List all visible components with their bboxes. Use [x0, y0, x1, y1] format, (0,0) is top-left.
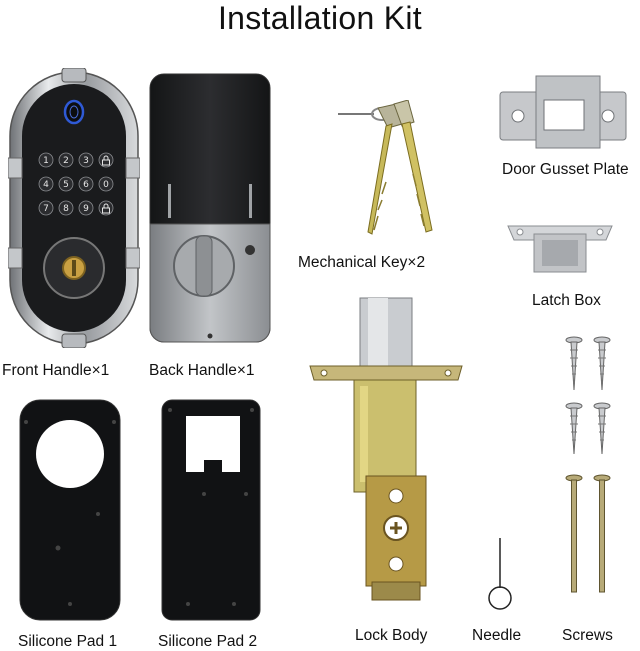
keypad-key-4: 4 — [43, 180, 49, 190]
keypad-key-1: 1 — [43, 156, 49, 166]
keypad-key-3: 3 — [83, 156, 89, 166]
latch-box-image — [506, 216, 614, 276]
mechanical-key-label: Mechanical Key×2 — [298, 254, 426, 271]
silicone-pad-2-image — [160, 398, 262, 622]
back-handle-image — [148, 72, 272, 344]
keypad-key-5: 5 — [63, 180, 69, 190]
front-handle-label: Front Handle×1 — [2, 362, 110, 379]
front-handle-image: 1 2 3 4 5 6 0 7 8 9 — [8, 68, 140, 348]
keypad-key-2: 2 — [63, 156, 69, 166]
mechanical-key-image — [338, 100, 438, 240]
door-gusset-plate-label: Door Gusset Plate — [502, 161, 629, 178]
keypad-key-6: 6 — [83, 180, 89, 190]
lock-body-label: Lock Body — [355, 627, 428, 644]
door-gusset-plate-image — [498, 72, 628, 152]
silicone-pad-1-image — [18, 398, 122, 622]
needle-image — [486, 536, 514, 612]
keypad-key-9: 9 — [83, 204, 89, 214]
screws-image — [556, 334, 624, 600]
latch-box-label: Latch Box — [532, 292, 601, 309]
silicone-pad-2-label: Silicone Pad 2 — [158, 633, 258, 650]
back-handle-label: Back Handle×1 — [149, 362, 255, 379]
keypad-key-7: 7 — [43, 204, 49, 214]
keypad-key-0: 0 — [103, 180, 109, 190]
lock-body-image — [304, 296, 468, 606]
silicone-pad-1-label: Silicone Pad 1 — [18, 633, 118, 650]
needle-label: Needle — [472, 627, 522, 644]
screws-label: Screws — [562, 627, 613, 644]
page-title: Installation Kit — [217, 0, 423, 36]
keypad-key-8: 8 — [63, 204, 69, 214]
keypad-lock-icon — [102, 155, 110, 214]
